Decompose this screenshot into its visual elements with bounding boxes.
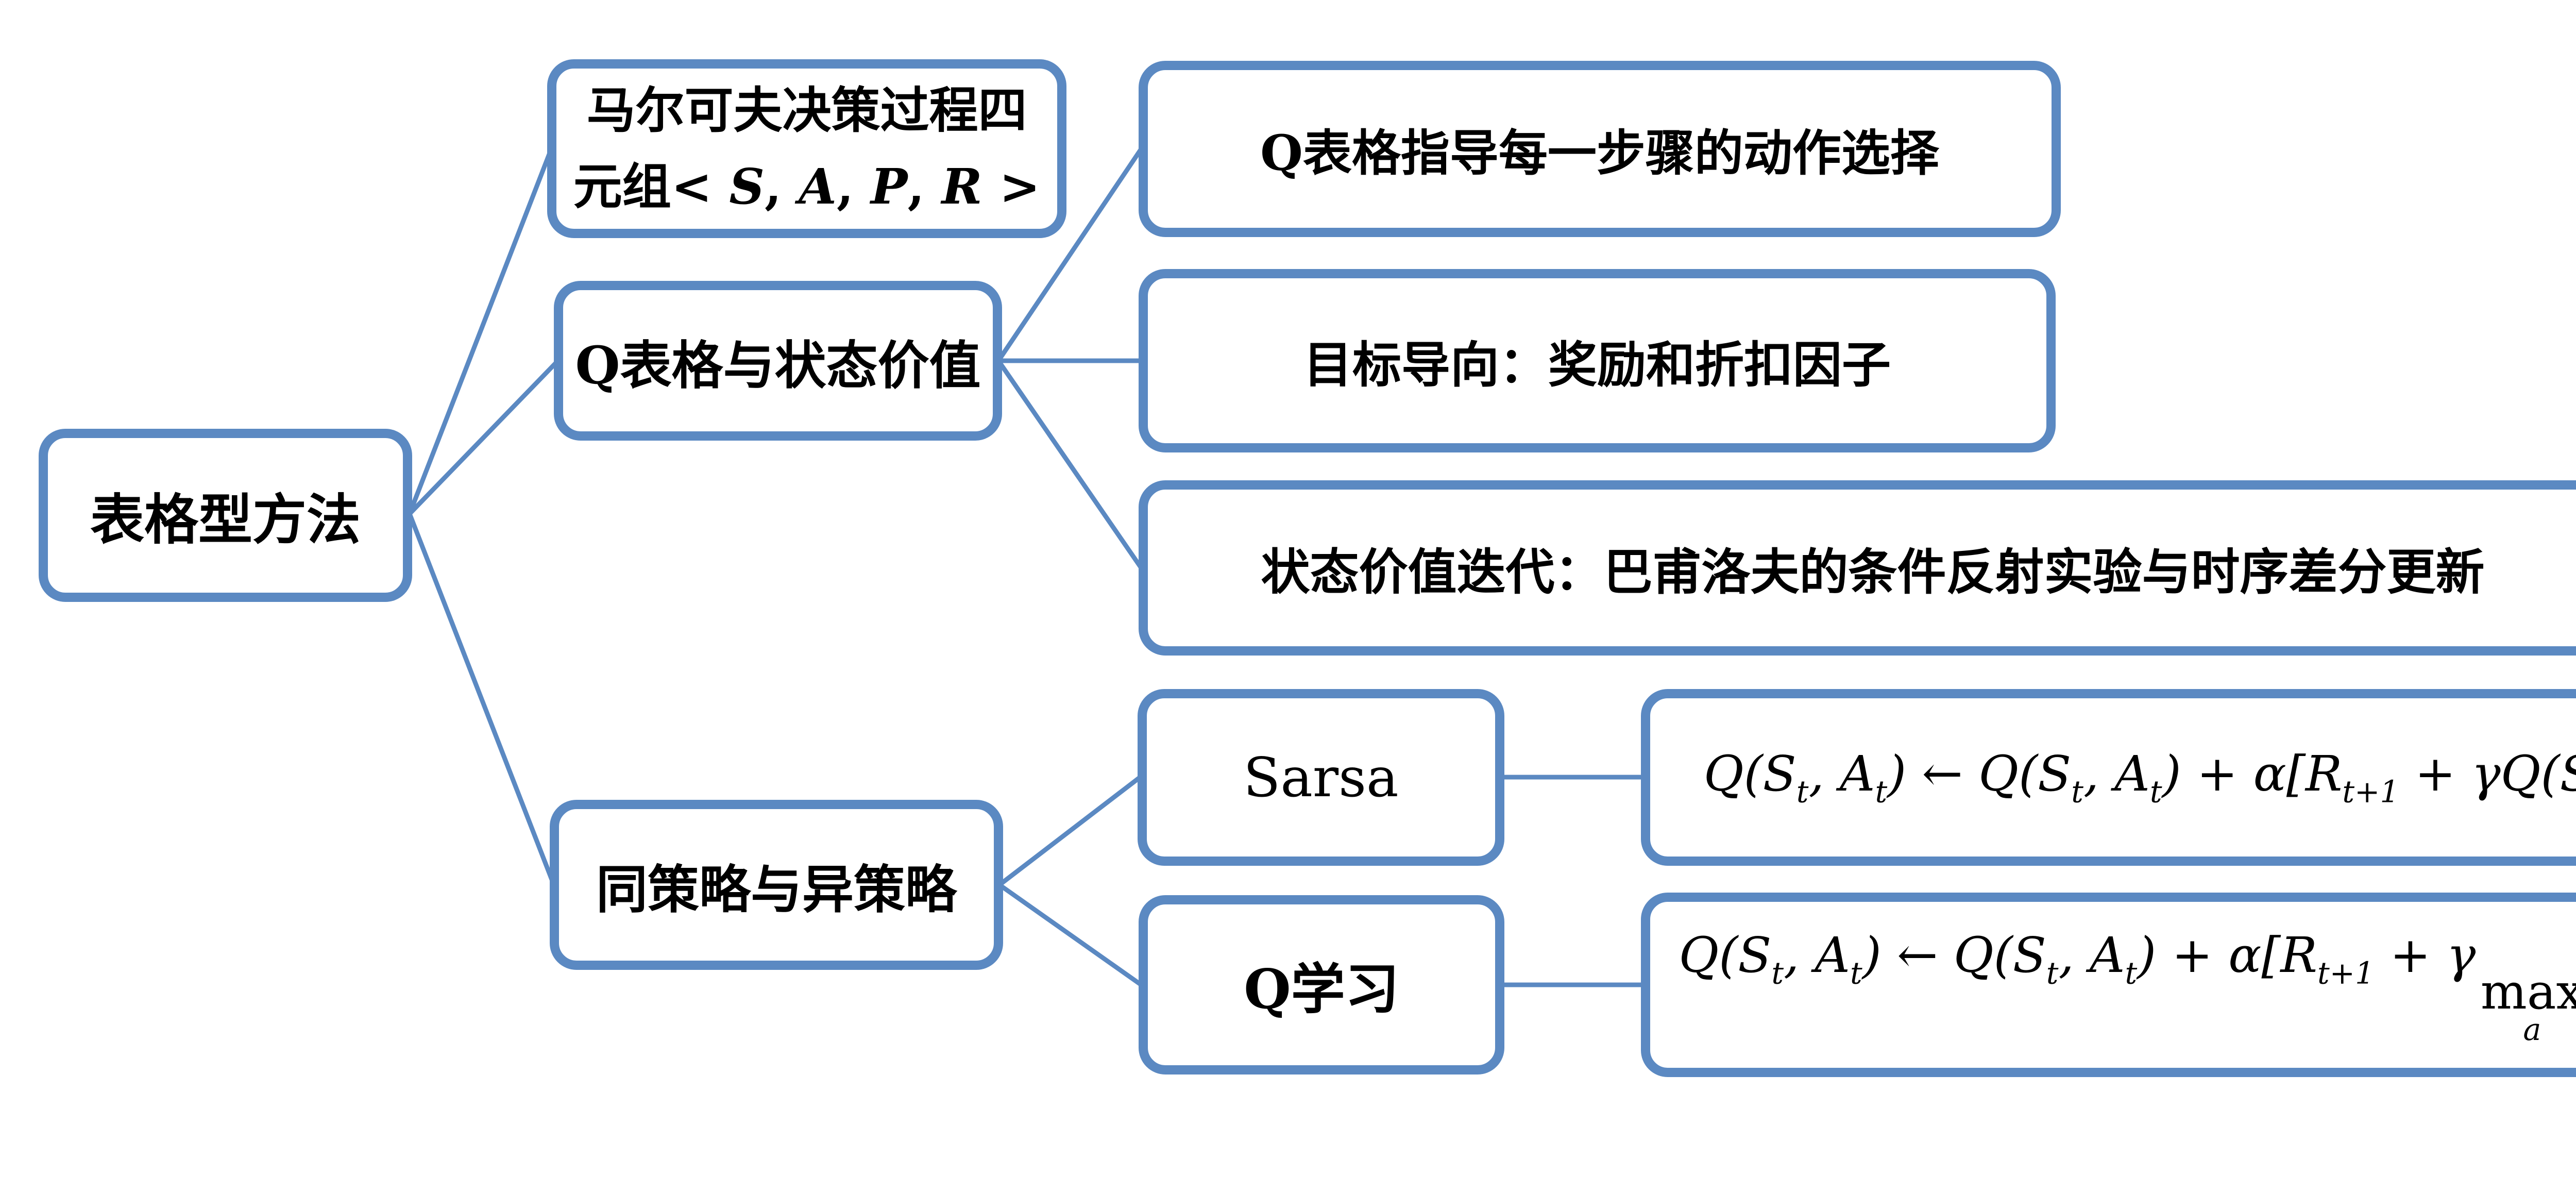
- node-mdp-line2: 元组< S, A, P, R >: [573, 158, 1041, 215]
- connector-qtable-action: [996, 147, 1143, 362]
- node-mdp-tuple: 马尔可夫决策过程四 元组< S, A, P, R >: [547, 59, 1066, 238]
- connector-qtable-valueiter: [996, 359, 1143, 569]
- node-sarsa-label: Sarsa: [1243, 746, 1399, 809]
- node-on-off-policy: 同策略与异策略: [550, 800, 1003, 970]
- node-mdp-line1: 马尔可夫决策过程四: [586, 82, 1027, 140]
- formula-q-learning-update-text: Q(St, At) ← Q(St, At) + α[Rt+1 + γmaxaQ(…: [1679, 927, 2576, 1048]
- node-on-off-policy-label: 同策略与异策略: [596, 859, 957, 920]
- formula-sarsa-update: Q(St, At) ← Q(St, At) + α[Rt+1 + γQ(St+1…: [1641, 689, 2576, 866]
- node-root-label: 表格型方法: [90, 488, 361, 551]
- node-goal-oriented-label: 目标导向：奖励和折扣因子: [1303, 336, 1891, 394]
- node-q-learning: Q学习: [1139, 895, 1504, 1075]
- formula-q-learning-update: Q(St, At) ← Q(St, At) + α[Rt+1 + γmaxaQ(…: [1641, 893, 2576, 1077]
- node-root: 表格型方法: [39, 429, 412, 602]
- node-state-value-iteration-label: 状态价值迭代：巴甫洛夫的条件反射实验与时序差分更新: [1261, 543, 2485, 601]
- node-action-selection-label: Q表格指导每一步骤的动作选择: [1260, 124, 1939, 182]
- connector-policy-sarsa: [998, 775, 1142, 887]
- node-action-selection: Q表格指导每一步骤的动作选择: [1139, 61, 2061, 237]
- node-sarsa: Sarsa: [1138, 689, 1504, 866]
- node-state-value-iteration: 状态价值迭代：巴甫洛夫的条件反射实验与时序差分更新: [1139, 480, 2576, 656]
- connector-root-qtable: [408, 359, 560, 516]
- connector-root-mdp: [407, 148, 554, 515]
- node-q-table-state-value: Q表格与状态价值: [554, 281, 1002, 441]
- connector-policy-qlearning: [998, 883, 1143, 987]
- node-goal-oriented: 目标导向：奖励和折扣因子: [1139, 269, 2056, 452]
- node-q-table-state-value-label: Q表格与状态价值: [575, 334, 981, 396]
- formula-sarsa-update-text: Q(St, At) ← Q(St, At) + α[Rt+1 + γQ(St+1…: [1703, 745, 2576, 810]
- connector-root-policy: [407, 513, 556, 886]
- node-q-learning-label: Q学习: [1244, 957, 1399, 1021]
- node-mdp-tuple-text: 马尔可夫决策过程四 元组< S, A, P, R >: [558, 73, 1056, 225]
